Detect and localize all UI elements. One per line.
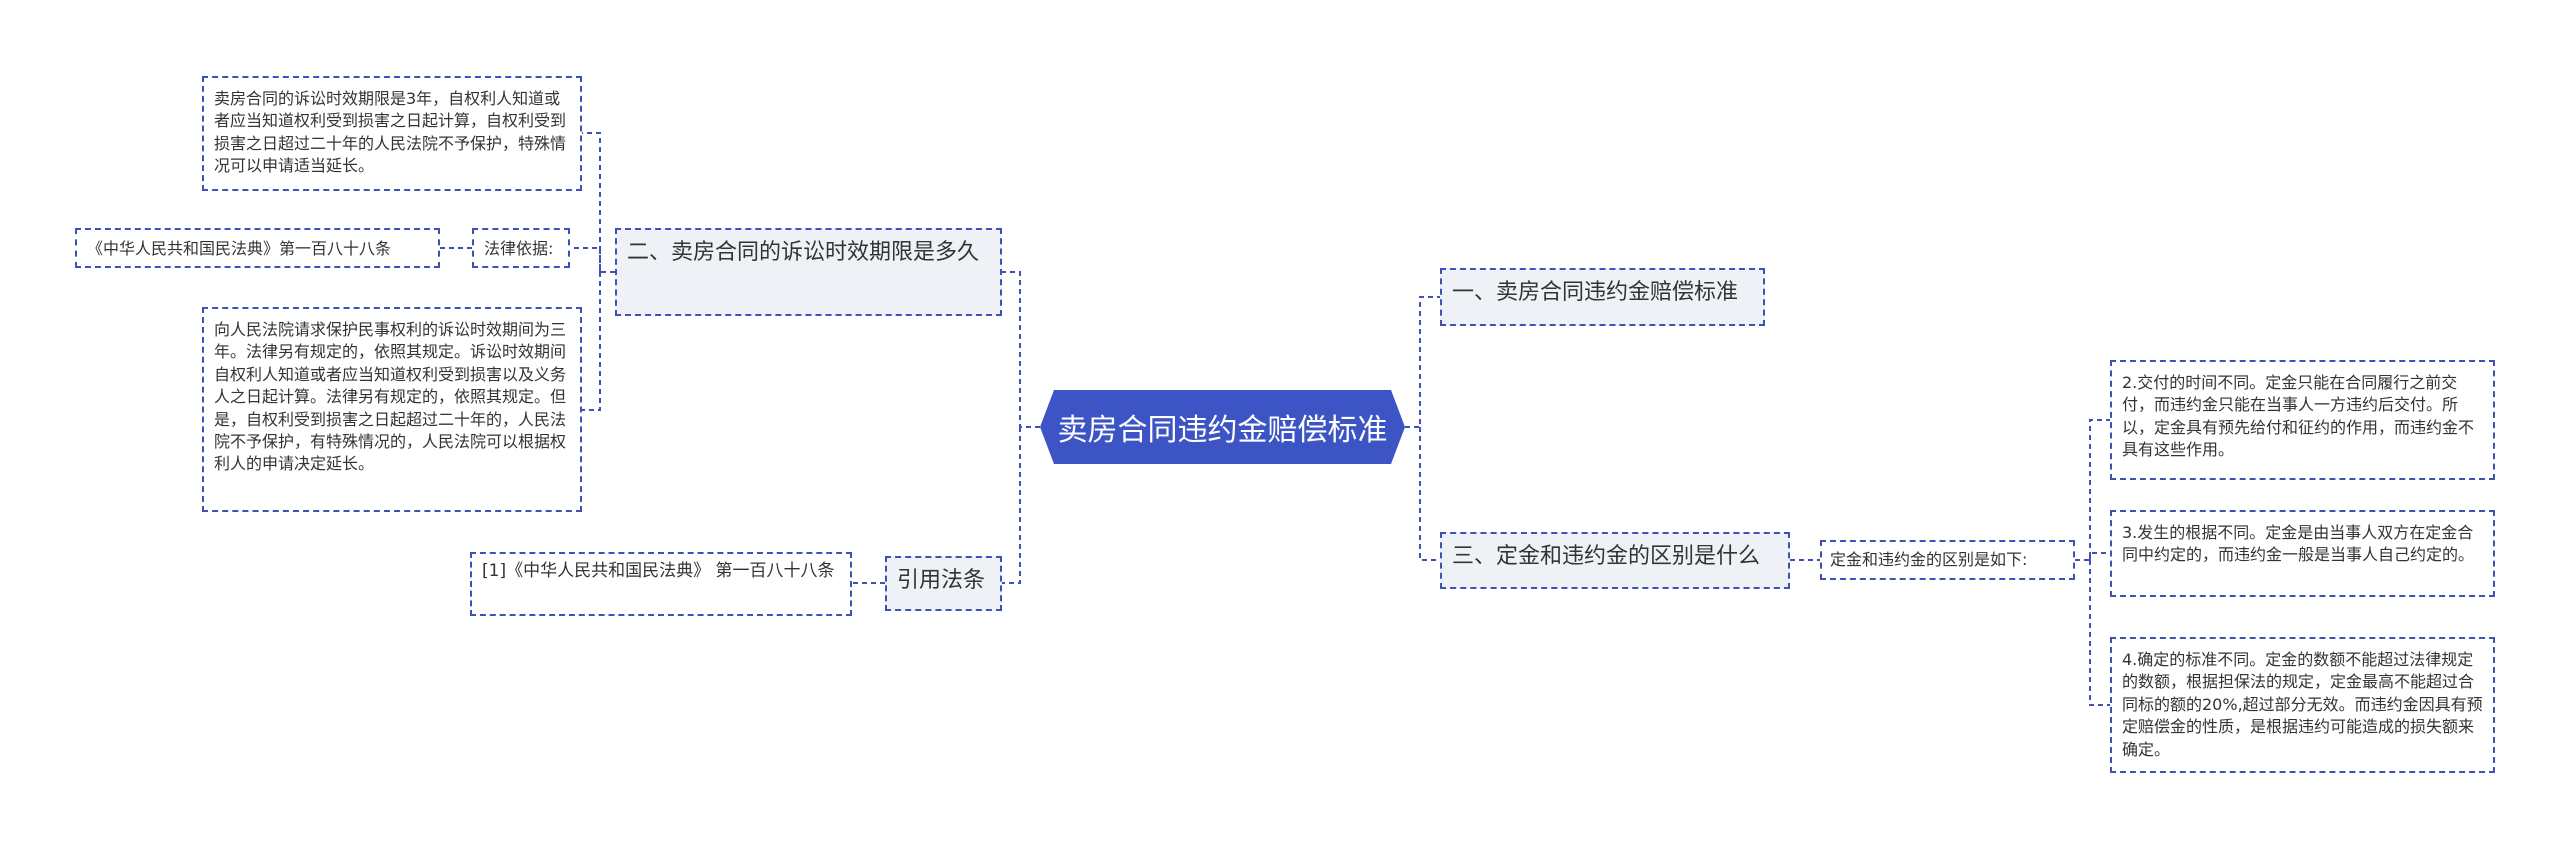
branch-node-cited-statutes[interactable]: 引用法条: [885, 556, 1002, 611]
root-label: 卖房合同违约金赔偿标准: [1057, 413, 1388, 448]
leaf-text: 2.交付的时间不同。定金只能在合同履行之前交付，而违约金只能在当事人一方违约后交…: [2122, 373, 2475, 460]
branch-node-violation-standard[interactable]: 一、卖房合同违约金赔偿标准: [1440, 268, 1765, 326]
cited-statute-item[interactable]: [1]《中华人民共和国民法典》 第一百八十八条: [470, 552, 852, 616]
branch-node-deposit-difference[interactable]: 三、定金和违约金的区别是什么: [1440, 532, 1790, 589]
limitation-summary-node[interactable]: 卖房合同的诉讼时效期限是3年，自权利人知道或者应当知道权利受到损害之日起计算，自…: [202, 76, 582, 191]
root-node[interactable]: 卖房合同违约金赔偿标准: [1040, 390, 1405, 464]
branch-node-limitation-period[interactable]: 二、卖房合同的诉讼时效期限是多久: [615, 228, 1002, 316]
difference-intro-text: 定金和违约金的区别是如下:: [1830, 550, 2028, 569]
leaf-text: [1]《中华人民共和国民法典》 第一百八十八条: [482, 561, 835, 581]
difference-item-basis[interactable]: 3.发生的根据不同。定金是由当事人双方在定金合同中约定的，而违约金一般是当事人自…: [2110, 510, 2495, 597]
statute-text-node[interactable]: 向人民法院请求保护民事权利的诉讼时效期间为三年。法律另有规定的，依照其规定。诉讼…: [202, 307, 582, 512]
difference-item-standard[interactable]: 4.确定的标准不同。定金的数额不能超过法律规定的数额，根据担保法的规定，定金最高…: [2110, 637, 2495, 773]
leaf-text: 3.发生的根据不同。定金是由当事人双方在定金合同中约定的，而违约金一般是当事人自…: [2122, 523, 2475, 565]
branch-label: 三、定金和违约金的区别是什么: [1452, 544, 1761, 569]
legal-basis-node[interactable]: 法律依据:: [472, 228, 570, 268]
civil-code-article-node[interactable]: 《中华人民共和国民法典》第一百八十八条: [75, 228, 440, 268]
leaf-text: 《中华人民共和国民法典》第一百八十八条: [87, 239, 392, 258]
root-shape: [1040, 390, 1405, 464]
leaf-text: 法律依据:: [484, 239, 554, 258]
leaf-text: 4.确定的标准不同。定金的数额不能超过法律规定的数额，根据担保法的规定，定金最高…: [2122, 650, 2483, 759]
branch-label: 一、卖房合同违约金赔偿标准: [1452, 280, 1739, 305]
branch-label: 二、卖房合同的诉讼时效期限是多久: [627, 240, 980, 265]
difference-intro-node[interactable]: 定金和违约金的区别是如下:: [1820, 540, 2075, 580]
leaf-text: 卖房合同的诉讼时效期限是3年，自权利人知道或者应当知道权利受到损害之日起计算，自…: [214, 89, 567, 176]
leaf-text: 向人民法院请求保护民事权利的诉讼时效期间为三年。法律另有规定的，依照其规定。诉讼…: [214, 320, 567, 474]
branch-label: 引用法条: [897, 568, 986, 593]
difference-item-delivery-time[interactable]: 2.交付的时间不同。定金只能在合同履行之前交付，而违约金只能在当事人一方违约后交…: [2110, 360, 2495, 480]
